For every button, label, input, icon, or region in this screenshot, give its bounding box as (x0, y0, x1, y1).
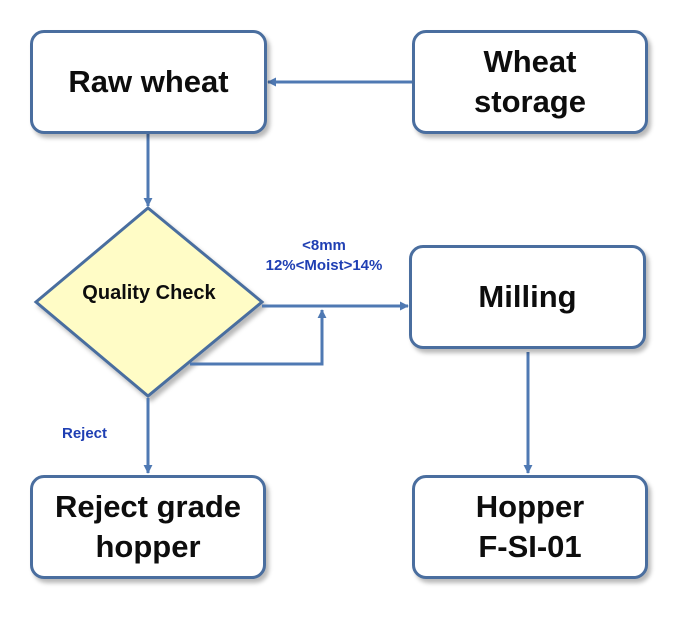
raw-wheat-label: Raw wheat (68, 63, 229, 99)
milling-box: Milling (409, 245, 646, 349)
reject-hopper-label-line1: Reject grade (54, 488, 242, 524)
quality-check-label: Quality Check (82, 282, 216, 304)
wheat-storage-label-line2: storage (474, 84, 586, 119)
raw-wheat-box: Raw wheat (30, 30, 267, 134)
milling-label: Milling (478, 278, 577, 314)
wheat-storage-box: Wheat storage (412, 30, 648, 134)
reject-hopper-box: Reject grade hopper (30, 475, 266, 579)
reject-hopper-label-line2: hopper (95, 529, 201, 564)
hopper-label-line1: Hopper (475, 488, 585, 524)
wheat-storage-label-line1: Wheat (483, 43, 577, 79)
arrow-quality-check-loop (190, 309, 327, 366)
accept-criteria-line1: <8mm (302, 237, 346, 254)
hopper-label-line2: F-SI-01 (478, 529, 582, 564)
accept-criteria-line2: 12%<Moist>14% (265, 256, 383, 274)
reject-label: Reject (62, 425, 108, 442)
hopper-box: Hopper F-SI-01 (412, 475, 648, 579)
accept-criteria-label: <8mm 12%<Moist>14% (234, 236, 414, 275)
quality-check-diamond (33, 206, 265, 398)
